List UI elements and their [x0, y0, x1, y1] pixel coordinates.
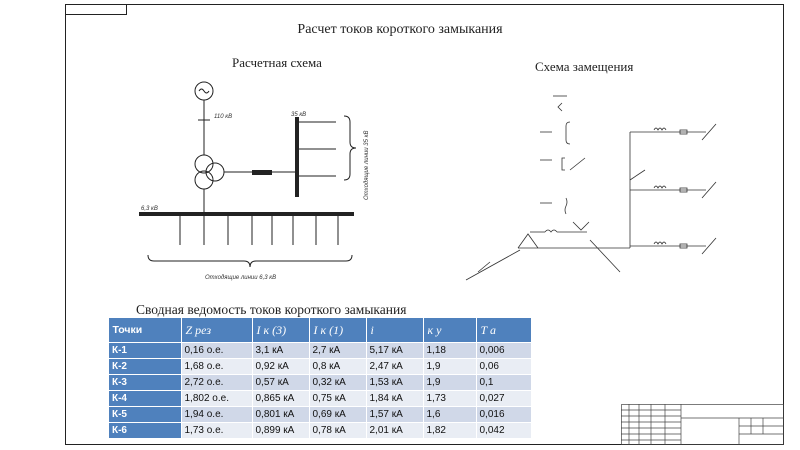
table-row: К-3 2,72 о.е. 0,57 кА 0,32 кА 1,53 кА 1,…: [108, 374, 532, 391]
equivalent-circuit-diagram: [465, 95, 717, 281]
reactor-symbol: [252, 170, 272, 175]
table-cell: 0,042: [475, 422, 532, 439]
column-header: T а: [476, 318, 532, 343]
table-cell: 2,72 о.е.: [180, 374, 253, 391]
table-cell: 0,75 кА: [308, 390, 367, 407]
table-cell: 1,68 о.е.: [180, 358, 253, 375]
row-point: К-4: [108, 390, 182, 407]
row-point: К-1: [108, 342, 182, 359]
table-cell: 1,73 о.е.: [180, 422, 253, 439]
row-point: К-5: [108, 406, 182, 423]
table-cell: 0,1: [475, 374, 532, 391]
sheet-frame: [65, 4, 784, 445]
table-cell: 0,016: [475, 406, 532, 423]
table-row: К-1 0,16 о.е. 3,1 кА 2,7 кА 5,17 кА 1,18…: [108, 342, 532, 359]
table-cell: 0,57 кА: [251, 374, 310, 391]
bus-lv-label: 6,3 кВ: [141, 206, 158, 212]
column-header: Z рез: [181, 318, 253, 343]
table-cell: 1,84 кА: [365, 390, 424, 407]
table-cell: 1,9: [422, 374, 477, 391]
lines-35kv-label: Отходящие линии 35 кВ: [364, 131, 370, 200]
table-cell: 0,006: [475, 342, 532, 359]
lines-35kv-brace: [343, 115, 357, 181]
bus-hv-label: 110 кВ: [214, 114, 232, 120]
table-cell: 0,8 кА: [308, 358, 367, 375]
table-cell: 0,801 кА: [251, 406, 310, 423]
table-row: К-6 1,73 о.е. 0,899 кА 0,78 кА 2,01 кА 1…: [108, 422, 532, 439]
table-cell: 0,92 кА: [251, 358, 310, 375]
table-cell: 5,17 кА: [365, 342, 424, 359]
equivalent-circuit-title: Схема замещения: [535, 59, 634, 74]
table-cell: 1,73: [422, 390, 477, 407]
table-cell: 0,027: [475, 390, 532, 407]
row-point: К-6: [108, 422, 182, 439]
table-row: К-4 1,802 о.е. 0,865 кА 0,75 кА 1,84 кА …: [108, 390, 532, 407]
table-cell: 3,1 кА: [251, 342, 310, 359]
column-header: I к (1): [309, 318, 367, 343]
table-cell: 2,7 кА: [308, 342, 367, 359]
table-cell: 0,06: [475, 358, 532, 375]
lines-6kv-label: Отходящие линии 6,3 кВ: [205, 275, 276, 281]
table-cell: 2,47 кА: [365, 358, 424, 375]
table-row: К-2 1,68 о.е. 0,92 кА 0,8 кА 2,47 кА 1,9…: [108, 358, 532, 375]
table-cell: 0,16 о.е.: [180, 342, 253, 359]
table-cell: 0,32 кА: [308, 374, 367, 391]
column-header: к у: [423, 318, 477, 343]
table-cell: 1,57 кА: [365, 406, 424, 423]
corner-box: [65, 4, 127, 15]
row-point: К-2: [108, 358, 182, 375]
table-cell: 1,53 кА: [365, 374, 424, 391]
table-cell: 0,899 кА: [251, 422, 310, 439]
summary-table-title: Сводная ведомость токов короткого замыка…: [136, 302, 407, 317]
row-point: К-3: [108, 374, 182, 391]
table-cell: 1,802 о.е.: [180, 390, 253, 407]
table-cell: 0,69 кА: [308, 406, 367, 423]
table-header-row: Точки Z рез I к (3) I к (1) i к у T а: [108, 318, 532, 343]
page-title: Расчет токов короткого замыкания: [297, 22, 503, 37]
column-header-points: Точки: [108, 318, 182, 343]
lines-6kv-brace: [147, 254, 353, 268]
design-scheme-title: Расчетная схема: [232, 55, 322, 70]
table-cell: 1,94 о.е.: [180, 406, 253, 423]
generator-tilde-icon: [198, 88, 210, 94]
table-cell: 1,6: [422, 406, 477, 423]
table-cell: 1,82: [422, 422, 477, 439]
column-header: i: [366, 318, 424, 343]
short-circuit-summary-table: Точки Z рез I к (3) I к (1) i к у T а К-…: [108, 318, 532, 439]
table-cell: 0,865 кА: [251, 390, 310, 407]
table-row: К-5 1,94 о.е. 0,801 кА 0,69 кА 1,57 кА 1…: [108, 406, 532, 423]
table-cell: 1,18: [422, 342, 477, 359]
title-block-stamp: [621, 404, 784, 445]
transformer-winding-hv: [194, 154, 214, 174]
table-cell: 0,78 кА: [308, 422, 367, 439]
table-cell: 2,01 кА: [365, 422, 424, 439]
table-cell: 1,9: [422, 358, 477, 375]
column-header: I к (3): [252, 318, 310, 343]
bus-mv-label: 35 кВ: [291, 112, 306, 118]
